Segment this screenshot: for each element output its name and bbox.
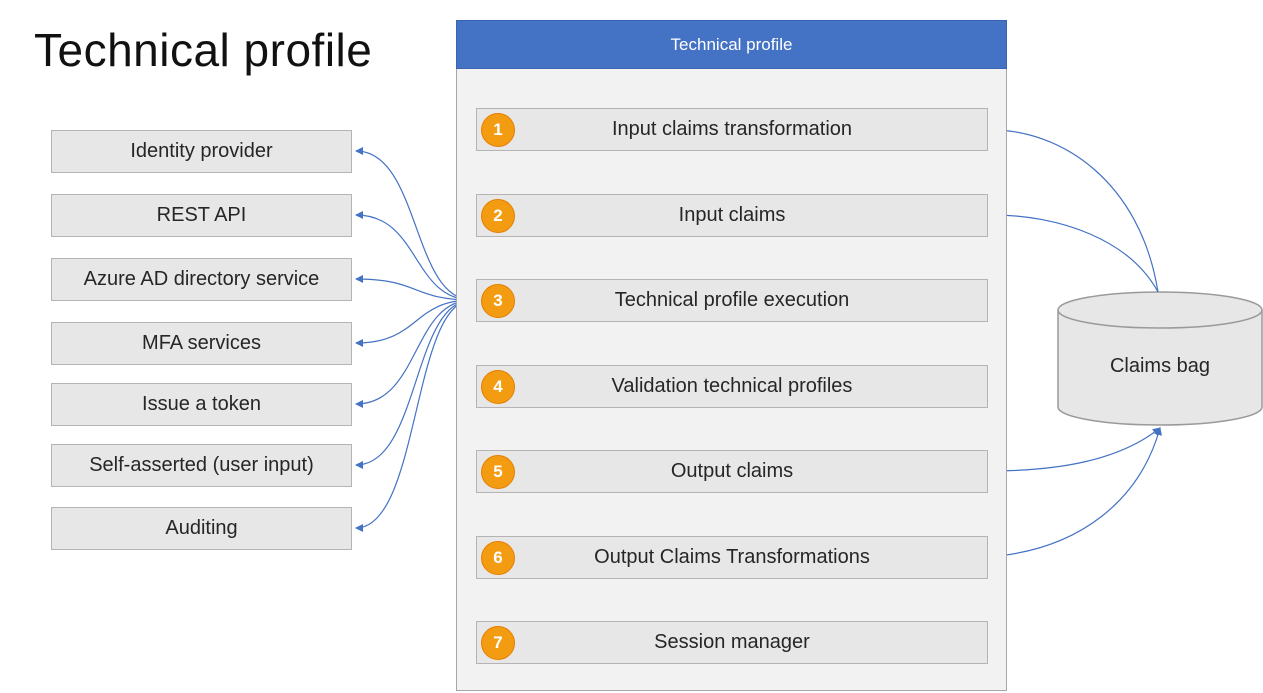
- target-identity-provider: Identity provider: [51, 130, 352, 173]
- step-number-badge: 1: [481, 113, 515, 147]
- step-number-badge: 6: [481, 541, 515, 575]
- target-azure-ad-directory-service: Azure AD directory service: [51, 258, 352, 301]
- step-output-claims-transformations: 6 Output Claims Transformations: [476, 536, 988, 579]
- step-label: Input claims transformation: [611, 118, 853, 140]
- step-label: Output claims: [670, 460, 794, 482]
- target-self-asserted: Self-asserted (user input): [51, 444, 352, 487]
- fanout-arrow: [355, 299, 473, 408]
- step-technical-profile-execution: 3 Technical profile execution: [476, 279, 988, 322]
- fanout-arrow: [355, 147, 473, 301]
- step-validation-technical-profiles: 4 Validation technical profiles: [476, 365, 988, 408]
- step-input-claims-transformation: 1 Input claims transformation: [476, 108, 988, 151]
- step-label: Output Claims Transformations: [594, 546, 870, 568]
- fanout-arrow: [355, 299, 473, 347]
- step-number-badge: 7: [481, 626, 515, 660]
- step-5-to-bag-arrow: [987, 427, 1161, 472]
- fanout-arrow: [355, 275, 473, 301]
- target-issue-a-token: Issue a token: [51, 383, 352, 426]
- panel-header: Technical profile: [456, 20, 1007, 69]
- step-label: Technical profile execution: [614, 289, 850, 311]
- step-label: Session manager: [654, 631, 810, 653]
- fanout-arrow: [355, 299, 473, 532]
- step-6-to-bag-arrow: [987, 427, 1162, 558]
- step-input-claims: 2 Input claims: [476, 194, 988, 237]
- target-auditing: Auditing: [51, 507, 352, 550]
- fanout-arrow: [355, 211, 473, 301]
- step-session-manager: 7 Session manager: [476, 621, 988, 664]
- target-mfa-services: MFA services: [51, 322, 352, 365]
- bag-to-step-2-arrow: [991, 211, 1159, 293]
- claims-bag-top: [1057, 291, 1263, 329]
- page-title: Technical profile: [34, 24, 373, 76]
- target-rest-api: REST API: [51, 194, 352, 237]
- step-label: Input claims: [678, 204, 786, 226]
- step-number-badge: 2: [481, 199, 515, 233]
- step-output-claims: 5 Output claims: [476, 450, 988, 493]
- claims-bag-label: Claims bag: [1109, 355, 1211, 377]
- step-number-badge: 3: [481, 284, 515, 318]
- bag-to-step-1-arrow: [991, 126, 1159, 293]
- step-label: Validation technical profiles: [611, 375, 853, 397]
- fanout-arrow: [355, 299, 473, 469]
- claims-bag-body: [1057, 310, 1263, 426]
- step-number-badge: 4: [481, 370, 515, 404]
- step-number-badge: 5: [481, 455, 515, 489]
